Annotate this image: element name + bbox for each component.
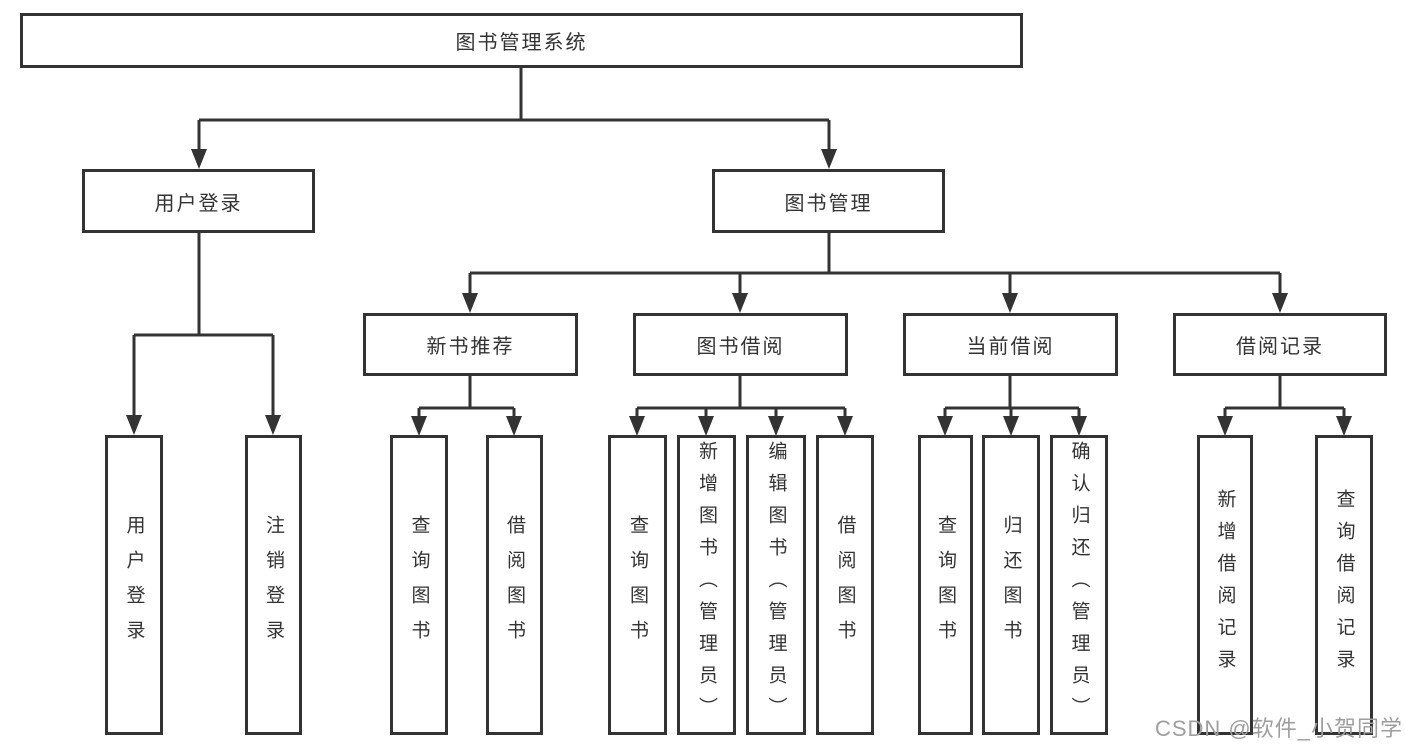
connector-root-stem <box>199 68 829 122</box>
node-user-login: 用户登录 <box>82 169 315 233</box>
leaf-query-borrow-record: 查询借阅记录 <box>1315 435 1373 735</box>
node-new-book-recommend: 新书推荐 <box>363 313 578 376</box>
node-book-borrowing: 图书借阅 <box>633 313 848 376</box>
watermark: CSDN @软件_小贺同学 <box>1154 716 1403 741</box>
leaf-borrow-books-recommend: 借阅图书 <box>486 435 543 735</box>
connector-bookmgmt-stem <box>470 233 1280 275</box>
node-borrow-records: 借阅记录 <box>1173 313 1387 376</box>
connector-userlogin-stem <box>134 233 273 337</box>
leaf-query-books-current: 查询图书 <box>918 435 973 735</box>
leaf-return-books: 归还图书 <box>982 435 1040 735</box>
node-current-borrowing: 当前借阅 <box>903 313 1118 376</box>
leaf-confirm-return-admin: 确认归还（管理员） <box>1050 435 1108 735</box>
node-book-management: 图书管理 <box>712 169 945 233</box>
node-library-system: 图书管理系统 <box>20 13 1023 68</box>
leaf-user-login: 用户登录 <box>105 435 163 735</box>
leaf-borrow-books-borrowing: 借阅图书 <box>816 435 874 735</box>
leaf-query-books-recommend: 查询图书 <box>390 435 448 735</box>
leaf-add-borrow-record: 新增借阅记录 <box>1197 435 1253 735</box>
leaf-query-books-borrowing: 查询图书 <box>608 435 667 735</box>
leaf-logout: 注销登录 <box>245 435 302 735</box>
leaf-add-book-admin: 新增图书（管理员） <box>677 435 736 735</box>
leaf-edit-book-admin: 编辑图书（管理员） <box>746 435 806 735</box>
arrowhead-icons <box>126 149 1352 436</box>
